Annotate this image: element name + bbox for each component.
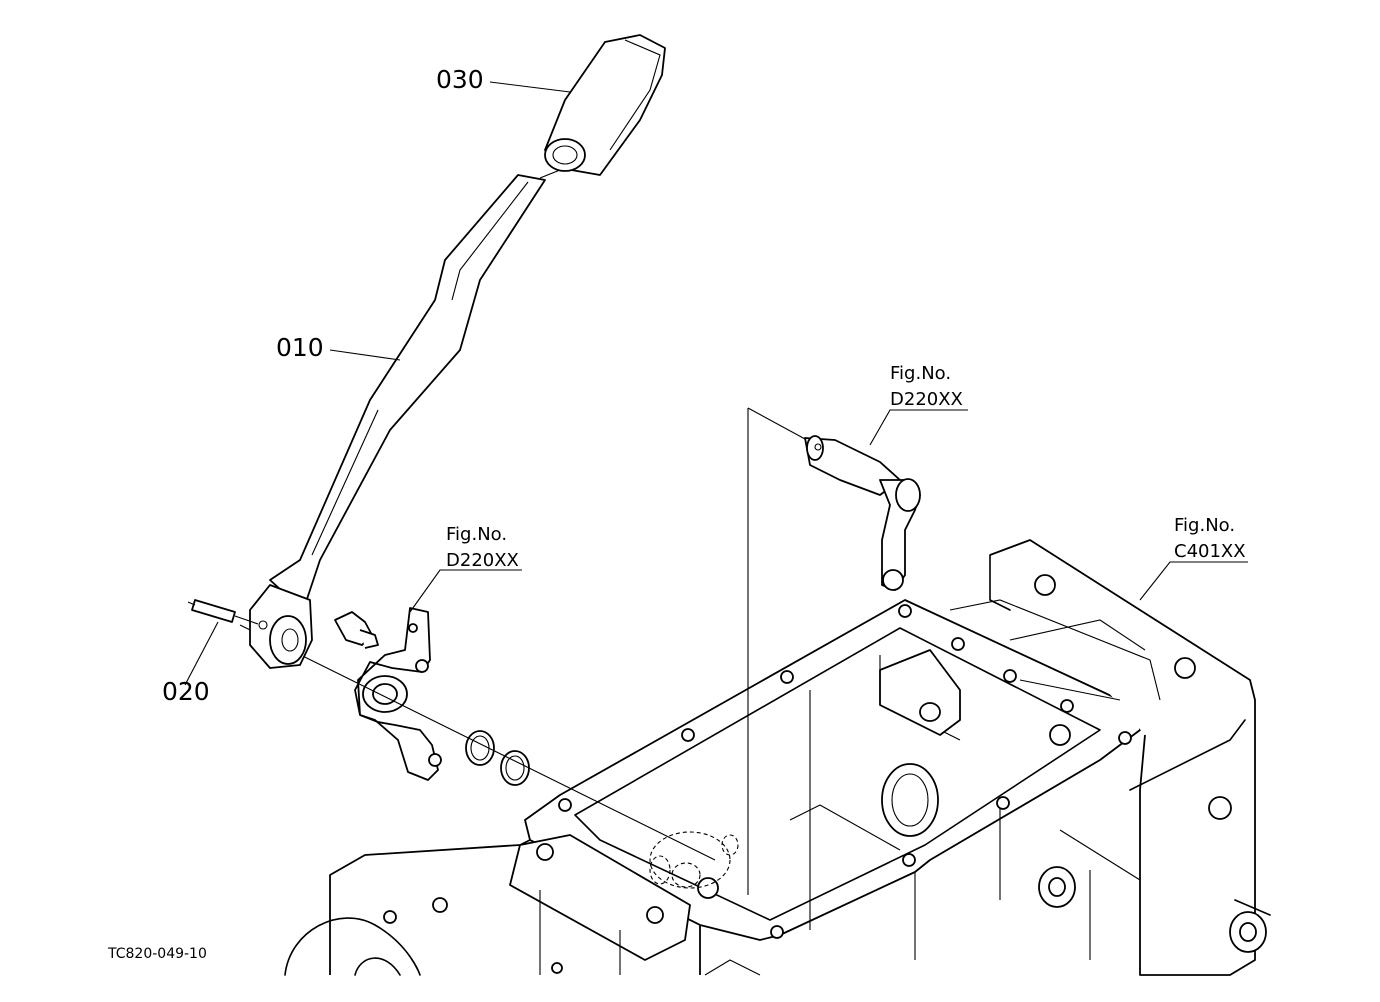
lever-grip [489,34,666,179]
part-label-020: 020 [162,677,210,706]
axis-centerline [239,624,716,861]
fig-ref-middle-code: D220XX [446,550,519,571]
transmission-housing [284,539,1271,976]
flange-bolt-holes [558,604,1132,939]
part-label-030: 030 [436,65,484,94]
hidden-gasket [649,831,739,889]
bracket-part [354,569,522,781]
o-rings [465,730,530,786]
fig-ref-housing-code: C401XX [1174,541,1246,562]
shift-arm-part [804,409,968,591]
shift-lever [249,174,546,669]
document-code: TC820-049-10 [107,946,207,962]
fig-ref-middle-title: Fig.No. [446,524,507,545]
fig-ref-upper-title: Fig.No. [890,363,951,384]
fig-ref-upper-code: D220XX [890,389,963,410]
bolt-part [334,611,379,649]
part-label-010: 010 [276,333,324,362]
spring-pin [184,599,259,686]
fig-ref-housing-title: Fig.No. [1174,515,1235,536]
